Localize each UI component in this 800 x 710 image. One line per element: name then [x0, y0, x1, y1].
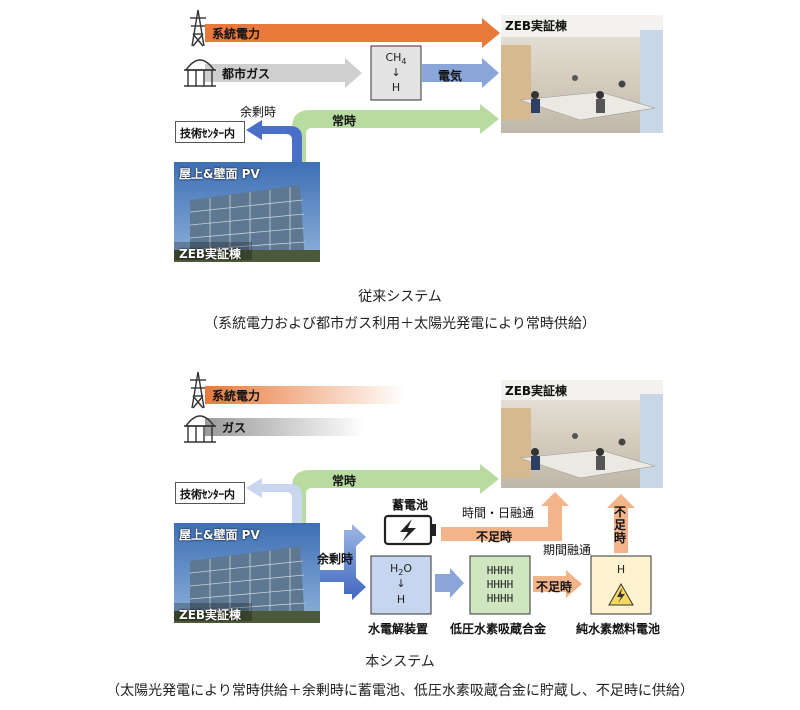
- alloy-row-3: HHHH: [486, 592, 514, 605]
- grid-power-label: 系統電力: [212, 27, 261, 41]
- office-photo-bottom: [501, 380, 663, 488]
- pv-building-photo-bottom: [174, 523, 320, 623]
- tech-center-light-arrow: [246, 478, 302, 525]
- city-gas-label: 都市ガス: [222, 67, 271, 81]
- gas-tank-icon-bottom: [184, 415, 216, 443]
- shortage-label-vertical: 不足時: [614, 505, 627, 545]
- reformer-hydrogen-label: H: [391, 81, 401, 94]
- electrolyzer-label: 水電解装置: [368, 622, 429, 636]
- gas-tank-icon: [184, 59, 216, 87]
- pv-title-top: 屋上&壁面 PV: [179, 167, 260, 181]
- conventional-system-title: 従来システム: [358, 289, 442, 305]
- always-label-bottom: 常時: [332, 474, 357, 488]
- battery-supply-peach-arrow: [441, 492, 569, 541]
- electricity-label: 電気: [438, 69, 463, 83]
- zeb-building-label-bottom: ZEB実証棟: [505, 384, 568, 398]
- alloy-row-1: HHHH: [486, 564, 514, 577]
- shortage-label-battery: 不足時: [476, 530, 513, 544]
- h2o-h-label: H: [389, 562, 399, 575]
- grid-power-faded-arrow: [205, 386, 405, 404]
- battery-label: 蓄電池: [392, 498, 429, 512]
- surplus-label-bottom: 余剰時: [317, 552, 354, 566]
- grid-power-label-bottom: 系統電力: [212, 389, 261, 403]
- ch4-label: CH: [385, 51, 402, 64]
- electrolyzer-down-arrow: ↓: [396, 577, 406, 590]
- pv-building-label-bottom: ZEB実証棟: [179, 608, 242, 622]
- fuel-cell-hydrogen-label: H: [616, 563, 626, 576]
- new-system-title: 本システム: [365, 654, 435, 670]
- reformer-text: CH4 ↓ H: [371, 46, 421, 100]
- reformer-box: [370, 45, 422, 101]
- conventional-system-description: （系統電力および都市ガス利用＋太陽光発電により常時供給）: [204, 316, 596, 332]
- transmission-tower-icon: [190, 9, 206, 47]
- high-voltage-icon: [608, 582, 634, 606]
- surplus-blue-split-arrow: [320, 524, 366, 600]
- tech-center-box-bottom: 技術ｾﾝﾀｰ内: [175, 482, 245, 504]
- h2-transfer-arrow: [435, 568, 464, 598]
- shortage-label-alloy: 不足時: [536, 580, 573, 594]
- new-system-description: （太陽光発電により常時供給＋余剰時に蓄電池、低圧水素吸蔵合金に貯蔵し、不足時に供…: [106, 683, 694, 699]
- alloy-row-2: HHHH: [486, 578, 514, 591]
- seasonal-label: 期間融通: [543, 543, 592, 557]
- ch4-subscript: 4: [401, 57, 407, 67]
- electrolyzer-text: H2O ↓ H: [371, 556, 431, 614]
- grid-power-arrow: [205, 18, 500, 48]
- surplus-blue-arrow: [246, 120, 302, 170]
- alloy-to-fuelcell-peach-arrow: [533, 570, 582, 598]
- electrolyzer-box: [370, 555, 432, 615]
- battery-icon: [383, 514, 436, 546]
- zeb-building-label-top: ZEB実証棟: [505, 19, 568, 33]
- h2o-subscript: 2: [398, 568, 404, 578]
- pv-building-label-top: ZEB実証棟: [179, 247, 242, 261]
- gas-label-bottom: ガス: [222, 421, 247, 435]
- fuel-cell-label: 純水素燃料電池: [576, 622, 661, 636]
- gas-faded-arrow: [205, 418, 365, 436]
- reformer-down-arrow: ↓: [391, 66, 401, 79]
- hydrogen-alloy-label: 低圧水素吸蔵合金: [450, 622, 547, 636]
- always-green-arrow: [292, 104, 499, 170]
- tech-center-label-bottom: 技術ｾﾝﾀｰ内: [180, 488, 235, 501]
- fuelcell-supply-peach-arrow: [607, 494, 635, 553]
- tech-center-box-top: 技術ｾﾝﾀｰ内: [175, 121, 245, 143]
- h2o-o-label: O: [403, 562, 413, 575]
- fuel-cell-text: H: [591, 556, 651, 614]
- hydrogen-alloy-box: [469, 555, 531, 615]
- pv-title-bottom: 屋上&壁面 PV: [179, 528, 260, 542]
- transmission-tower-icon-bottom: [190, 371, 206, 409]
- surplus-label-top: 余剰時: [240, 105, 277, 119]
- always-green-arrow-bottom: [292, 464, 499, 525]
- time-daily-label: 時間・日融通: [462, 506, 535, 520]
- city-gas-arrow: [205, 58, 362, 88]
- pv-building-photo-top: [174, 162, 320, 262]
- always-label-top: 常時: [332, 114, 357, 128]
- alloy-text: HHHH HHHH HHHH: [470, 556, 530, 614]
- electricity-arrow: [422, 58, 499, 88]
- office-photo-top: [501, 15, 663, 133]
- tech-center-label-top: 技術ｾﾝﾀｰ内: [180, 127, 235, 140]
- electrolyzer-hydrogen-label: H: [396, 593, 406, 606]
